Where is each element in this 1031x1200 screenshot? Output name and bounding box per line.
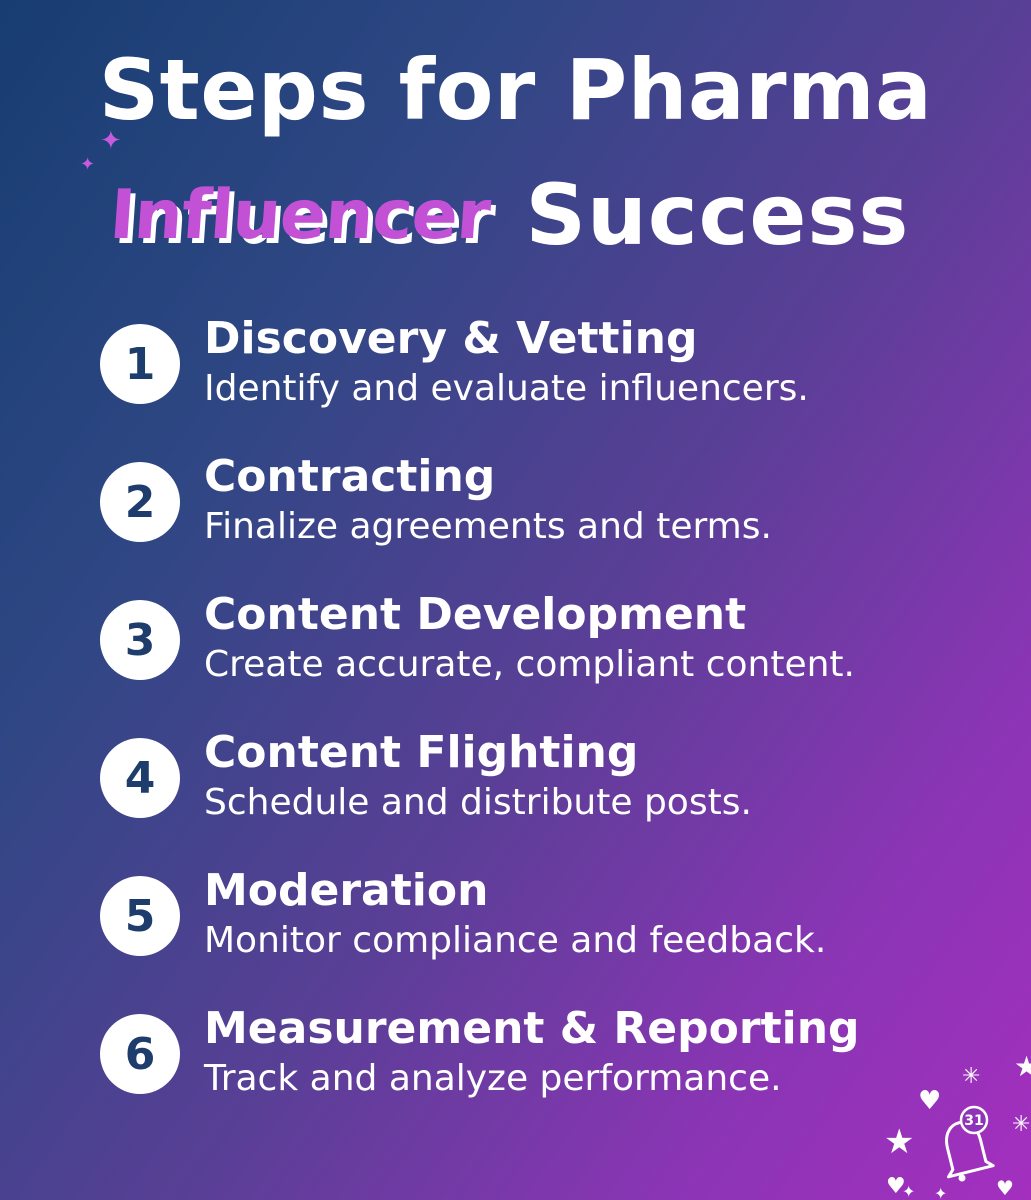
step-title: Discovery & Vetting: [204, 313, 698, 364]
sparkle-icon: ✦: [80, 154, 96, 175]
heart-icon: ♥: [996, 1176, 1014, 1200]
title-line2: Influencer Success: [107, 160, 910, 270]
title-rest: Success: [525, 166, 910, 264]
bell-badge: 31: [964, 1113, 983, 1129]
step-title: Content Development: [204, 589, 747, 640]
sparkle-icon: ✦: [934, 1184, 948, 1200]
step-number: 4: [100, 738, 180, 818]
sparkle-icon: ✦: [100, 126, 122, 156]
sparkle-icon: ✳: [962, 1064, 981, 1089]
step-description: Monitor compliance and feedback.: [204, 920, 827, 961]
star-icon: ★: [1014, 1050, 1031, 1083]
step-description: Create accurate, compliant content.: [204, 644, 855, 685]
step-title: Moderation: [204, 865, 489, 916]
sparkle-icon: ✳: [1012, 1112, 1031, 1137]
step-title: Content Flighting: [204, 727, 639, 778]
step-description: Track and analyze performance.: [204, 1058, 782, 1099]
step-item: 6 Measurement & Reporting Track and anal…: [100, 1000, 1000, 1110]
heart-icon: ♥: [886, 1174, 906, 1199]
step-item: 3 Content Development Create accurate, c…: [100, 586, 1000, 696]
title-highlight: Influencer: [107, 175, 493, 255]
heart-icon: ♥: [918, 1086, 942, 1116]
title-line1: Steps for Pharma: [98, 41, 933, 139]
step-title: Measurement & Reporting: [204, 1003, 860, 1054]
step-title: Contracting: [204, 451, 496, 502]
step-number: 6: [100, 1014, 180, 1094]
step-description: Schedule and distribute posts.: [204, 782, 752, 823]
step-item: 1 Discovery & Vetting Identify and evalu…: [100, 310, 1000, 420]
bell-icon: 31: [945, 1105, 995, 1182]
step-number: 5: [100, 876, 180, 956]
sparkle-icon: ✦: [902, 1182, 916, 1200]
step-number: 2: [100, 462, 180, 542]
step-item: 5 Moderation Monitor compliance and feed…: [100, 862, 1000, 972]
star-icon: ★: [884, 1122, 915, 1162]
step-number: 3: [100, 600, 180, 680]
step-number: 1: [100, 324, 180, 404]
step-item: 4 Content Flighting Schedule and distrib…: [100, 724, 1000, 834]
step-description: Identify and evaluate influencers.: [204, 368, 809, 409]
step-item: 2 Contracting Finalize agreements and te…: [100, 448, 1000, 558]
step-description: Finalize agreements and terms.: [204, 506, 772, 547]
